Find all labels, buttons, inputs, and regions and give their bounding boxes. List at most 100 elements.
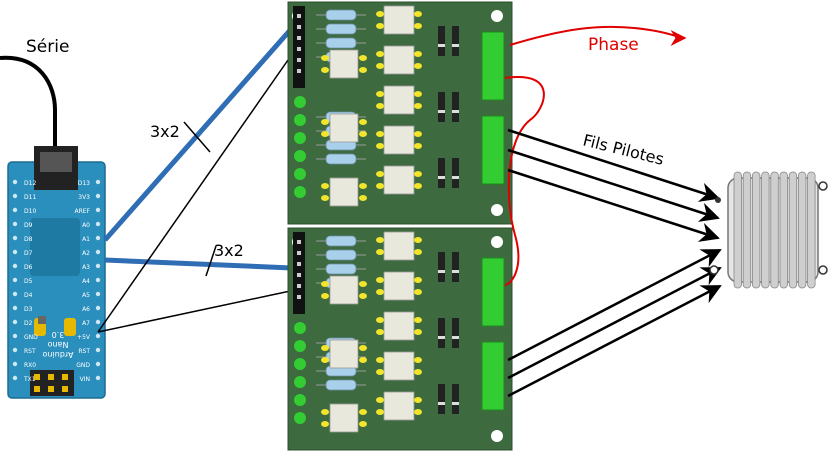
solder-pad [376, 143, 384, 149]
relay-board-1 [287, 1, 513, 225]
solder-pad [321, 183, 329, 189]
solder-pad [414, 277, 422, 283]
solder-pad [414, 329, 422, 335]
pin-hole [12, 179, 18, 185]
radiator-fin [798, 171, 807, 289]
solder-pad [321, 119, 329, 125]
solder-pad [376, 183, 384, 189]
pin-hole [12, 291, 18, 297]
diode [438, 26, 445, 56]
triac-chip [383, 45, 415, 75]
pin-label-d6: D6 [24, 264, 33, 271]
signal-wire-1 [97, 49, 296, 333]
relay-block [481, 31, 505, 101]
optocoupler-chip [329, 113, 359, 143]
header-pin [297, 284, 301, 288]
pin-label-d2: D2 [24, 320, 33, 327]
solder-pad [321, 131, 329, 137]
radiator-fin [761, 171, 770, 289]
triac-chip [383, 271, 415, 301]
pin-hole [95, 221, 101, 227]
pin-label-a1: A1 [82, 236, 90, 243]
diode [452, 158, 459, 188]
status-led [294, 358, 306, 370]
radiator-fin [770, 171, 779, 289]
status-led [294, 132, 306, 144]
diode [452, 92, 459, 122]
relay-block [481, 341, 505, 411]
radiator-fin [807, 171, 816, 289]
header-pin [297, 69, 301, 73]
mount-hole [491, 204, 503, 216]
solder-pad [414, 103, 422, 109]
solder-pad [414, 23, 422, 29]
bus-label-lower: 3x2 [214, 241, 244, 260]
phase-wire [509, 25, 687, 46]
pin-hole [12, 207, 18, 213]
solder-pad [414, 409, 422, 415]
status-led [294, 168, 306, 180]
diode [452, 26, 459, 56]
solder-pad [414, 51, 422, 57]
header-pin [297, 295, 301, 299]
pin-label-a5: A5 [82, 292, 90, 299]
solder-pad [359, 357, 367, 363]
status-led [294, 376, 306, 388]
serie-label: Série [26, 37, 69, 57]
triac-chip [383, 85, 415, 115]
pin-hole [95, 375, 101, 381]
pin-hole [12, 347, 18, 353]
diode-band [438, 44, 445, 47]
solder-pad [414, 183, 422, 189]
status-led [294, 96, 306, 108]
pin-label-d5: D5 [24, 278, 33, 285]
pin-label-d12: D12 [24, 180, 36, 187]
signal-wire-2 [97, 289, 296, 333]
solder-pad [321, 421, 329, 427]
solder-pad [359, 195, 367, 201]
diode-band [452, 402, 459, 405]
pin-hole [95, 361, 101, 367]
solder-pad [414, 249, 422, 255]
diode-band [452, 110, 459, 113]
relay-board-2 [287, 227, 513, 451]
triac-chip [383, 125, 415, 155]
pin-hole [12, 305, 18, 311]
solder-pad [414, 357, 422, 363]
header-pin [297, 262, 301, 266]
mount-hole [491, 430, 503, 442]
phase-label: Phase [588, 35, 639, 55]
solder-pad [359, 183, 367, 189]
radiator-fin [742, 171, 752, 289]
resistor [325, 263, 357, 275]
bus-tick-upper [183, 121, 211, 153]
pin-hole [12, 249, 18, 255]
pin-label-d3: D3 [24, 306, 33, 313]
radiator-fin [788, 171, 798, 289]
pin-label-d10: D10 [24, 208, 36, 215]
header-pin [297, 240, 301, 244]
solder-pad [359, 421, 367, 427]
fils-pilotes-label: Fils Pilotes [581, 130, 666, 168]
diode [452, 384, 459, 414]
pilot-wires [507, 128, 722, 398]
bus-label-upper: 3x2 [150, 122, 180, 141]
solder-pad [321, 67, 329, 73]
pin-label-gnd: GND [24, 334, 38, 341]
triac-chip [383, 351, 415, 381]
pin-label-rst: RST [24, 348, 36, 355]
bus-wire-upper [103, 26, 294, 242]
solder-pad [376, 63, 384, 69]
header-pin [297, 47, 301, 51]
status-led [294, 340, 306, 352]
solder-pad [359, 293, 367, 299]
solder-pad [376, 11, 384, 17]
usb-connector-icon [40, 152, 72, 172]
pin-label-d4: D4 [24, 292, 33, 299]
header-pin [297, 25, 301, 29]
pin-hole [95, 193, 101, 199]
solder-pad [414, 91, 422, 97]
solder-pad [376, 289, 384, 295]
resistor [325, 37, 357, 49]
